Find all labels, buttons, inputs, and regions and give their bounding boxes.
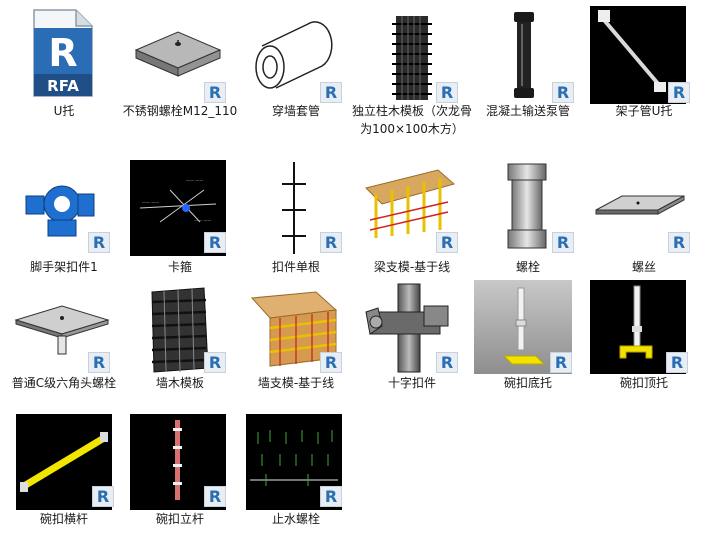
file-item[interactable]: R 扣件单根 <box>240 160 352 275</box>
file-item[interactable]: R 穿墙套管 <box>240 6 352 121</box>
scaffold-clamp-icon: R <box>8 160 120 258</box>
file-item[interactable]: R 碗扣顶托 <box>588 280 700 395</box>
waterstop-bolt-icon: R <box>240 414 352 512</box>
file-item[interactable]: R 十字扣件 <box>356 280 468 395</box>
file-label: 墙支模-基于线 <box>257 376 335 390</box>
file-item[interactable]: R 普通C级六角头螺栓 <box>8 280 120 410</box>
svg-text:R: R <box>48 31 77 75</box>
file-item[interactable]: R 混凝土输送泵管 <box>472 6 584 121</box>
file-item[interactable]: R 螺丝 <box>588 160 700 275</box>
file-label: 卡箍 <box>167 260 192 274</box>
column-formwork-icon: R <box>356 6 468 104</box>
file-label: 架子管U托 <box>615 104 673 118</box>
file-label: 梁支模-基于线 <box>373 260 451 274</box>
revit-badge-icon: R <box>666 352 688 373</box>
file-item[interactable]: R 墙木模板 <box>124 280 236 395</box>
screw-icon: R <box>588 160 700 258</box>
cross-fastener-icon: R <box>356 280 468 378</box>
svg-text:—— ——: —— —— <box>194 218 211 223</box>
beam-formwork-icon: R <box>356 160 468 258</box>
revit-badge-icon: R <box>436 82 458 103</box>
wall-support-icon: R <box>240 280 352 378</box>
revit-badge-icon: R <box>88 352 110 373</box>
revit-badge-icon: R <box>552 232 574 253</box>
revit-badge-icon: R <box>668 82 690 103</box>
file-item[interactable]: R 碗扣立杆 <box>124 414 236 529</box>
file-item[interactable]: R 墙支模-基于线 <box>240 280 352 395</box>
file-label: 扣件单根 <box>271 260 320 274</box>
single-fastener-icon: R <box>240 160 352 258</box>
file-label: 十字扣件 <box>387 376 436 390</box>
file-label: 碗扣立杆 <box>155 512 204 526</box>
revit-badge-icon: R <box>320 486 342 507</box>
file-label: 碗扣横杆 <box>39 512 88 526</box>
hex-bolt-icon: R <box>8 280 120 378</box>
file-item[interactable]: R 螺栓 <box>472 160 584 275</box>
revit-badge-icon: R <box>204 352 226 373</box>
file-label: 螺栓 <box>515 260 540 274</box>
revit-badge-icon: R <box>92 486 114 507</box>
file-item[interactable]: R 梁支模-基于线 <box>356 160 468 275</box>
revit-badge-icon: R <box>668 232 690 253</box>
file-item[interactable]: —— —— —— —— —— —— R 卡箍 <box>124 160 236 275</box>
revit-badge-icon: R <box>550 352 572 373</box>
file-label: 墙木模板 <box>155 376 204 390</box>
file-label: 碗扣底托 <box>503 376 552 390</box>
pipe-sleeve-icon: R <box>240 6 352 104</box>
rfa-text: RFA <box>47 77 79 95</box>
revit-badge-icon: R <box>320 352 342 373</box>
revit-badge-icon: R <box>204 486 226 507</box>
file-label: 不锈钢螺栓M12_110 <box>122 104 238 118</box>
bowl-base-support-icon: R <box>472 280 584 378</box>
file-item[interactable]: R 碗扣横杆 <box>8 414 120 529</box>
bowl-crossbar-icon: R <box>8 414 120 512</box>
file-label: 独立柱木模板（次龙骨为100×100木方） <box>351 104 472 136</box>
file-label: 普通C级六角头螺栓 <box>11 376 117 390</box>
file-item[interactable]: R 不锈钢螺栓M12_110 <box>123 6 237 141</box>
file-label: 混凝土输送泵管 <box>485 104 570 118</box>
file-label: 碗扣顶托 <box>619 376 668 390</box>
revit-badge-icon: R <box>320 232 342 253</box>
hoop-clamp-icon: —— —— —— —— —— —— R <box>124 160 236 258</box>
revit-badge-icon: R <box>436 352 458 373</box>
file-item[interactable]: R 止水螺栓 <box>240 414 352 529</box>
revit-badge-icon: R <box>436 232 458 253</box>
pump-pipe-icon: R <box>472 6 584 104</box>
file-label: 脚手架扣件1 <box>30 260 98 274</box>
bowl-upright-icon: R <box>124 414 236 512</box>
file-label: 穿墙套管 <box>271 104 320 118</box>
revit-badge-icon: R <box>204 232 226 253</box>
file-item[interactable]: R 独立柱木模板（次龙骨为100×100木方） <box>352 6 472 156</box>
rfa-file-icon: R RFA <box>8 6 120 104</box>
svg-text:—— ——: —— —— <box>186 178 203 183</box>
file-label: 螺丝 <box>631 260 656 274</box>
file-item[interactable]: R 架子管U托 <box>588 6 700 121</box>
steel-plate-bolt-icon: R <box>124 6 236 104</box>
file-label: U托 <box>53 104 75 118</box>
svg-text:—— ——: —— —— <box>142 200 159 205</box>
revit-badge-icon: R <box>320 82 342 103</box>
scaffold-u-support-icon: R <box>588 6 700 104</box>
file-label: 止水螺栓 <box>271 512 320 526</box>
revit-badge-icon: R <box>88 232 110 253</box>
wall-formwork-icon: R <box>124 280 236 378</box>
bolt-icon: R <box>472 160 584 258</box>
file-item[interactable]: R 碗扣底托 <box>472 280 584 395</box>
revit-badge-icon: R <box>204 82 226 103</box>
file-item[interactable]: R RFA U托 <box>8 6 120 121</box>
revit-badge-icon: R <box>552 82 574 103</box>
file-item[interactable]: R 脚手架扣件1 <box>8 160 120 275</box>
bowl-top-support-icon: R <box>588 280 700 378</box>
